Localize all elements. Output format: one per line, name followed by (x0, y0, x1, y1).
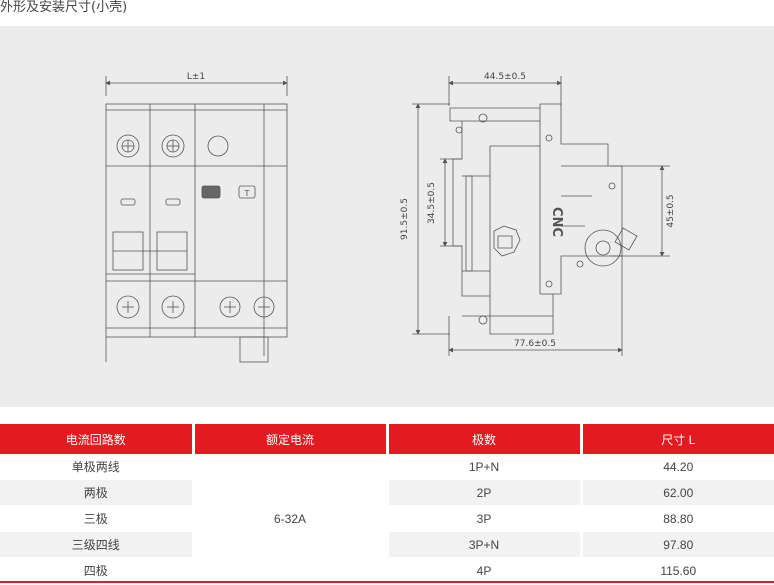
dimension-drawing: L±1 (105, 72, 676, 363)
front-width-dim: L±1 (187, 72, 205, 82)
table-bottom-rule (0, 581, 774, 583)
screw-icon (116, 295, 140, 319)
header-size: 尺寸 L (581, 424, 774, 454)
cell-size: 97.80 (581, 531, 774, 558)
cell-size: 115.60 (581, 557, 774, 584)
table-row: 两极 2P 62.00 (0, 479, 774, 506)
cell-rated-current: 6-32A (193, 454, 389, 584)
cell-size: 44.20 (581, 454, 774, 480)
header-rated-current: 额定电流 (193, 424, 389, 454)
cell-circuit: 单极两线 (0, 454, 195, 480)
screw-icon (161, 134, 185, 158)
page-title: 外形及安装尺寸(小壳) (0, 0, 128, 15)
handle-dial-icon (584, 227, 638, 267)
side-right-dim: 45±0.5 (666, 194, 676, 227)
header-circuit: 电流回路数 (0, 424, 195, 454)
table-row: 四极 4P 115.60 (0, 557, 774, 584)
header-poles: 极数 (387, 424, 583, 454)
cell-poles: 2P (387, 479, 583, 506)
cell-poles: 3P+N (387, 531, 583, 558)
cell-circuit: 四极 (0, 557, 195, 584)
side-view: 44.5±0.5 91.5±0.5 34.5±0.5 45±0.5 77.6±0… (400, 72, 676, 356)
spec-table: 电流回路数 额定电流 极数 尺寸 L 单极两线 6-32A 1P+N 44.20… (0, 424, 774, 584)
indicator-window-icon (207, 135, 229, 157)
cell-size: 62.00 (581, 479, 774, 506)
front-view: L±1 (105, 72, 288, 363)
side-rail-dim: 34.5±0.5 (427, 182, 437, 224)
cell-circuit: 三级四线 (0, 531, 195, 558)
cell-poles: 1P+N (387, 454, 583, 480)
table-header-row: 电流回路数 额定电流 极数 尺寸 L (0, 424, 774, 454)
cell-poles: 4P (387, 557, 583, 584)
table-row: 三级四线 3P+N 97.80 (0, 531, 774, 558)
screw-icon (253, 296, 275, 318)
svg-text:T: T (244, 189, 250, 198)
screw-icon (116, 134, 140, 158)
table-row: 单极两线 6-32A 1P+N 44.20 (0, 454, 774, 584)
screw-icon (219, 296, 241, 318)
side-height-dim: 91.5±0.5 (400, 198, 410, 240)
screw-icon (161, 295, 185, 319)
side-bottom-dim: 77.6±0.5 (514, 339, 556, 349)
brand-logo: CNC (549, 207, 564, 237)
side-top-dim: 44.5±0.5 (484, 72, 526, 82)
cell-circuit: 两极 (0, 479, 195, 506)
cell-circuit: 三极 (0, 505, 195, 532)
cell-size: 88.80 (581, 505, 774, 532)
table-row: 三极 3P 88.80 (0, 505, 774, 532)
dimension-drawing-panel: L±1 (0, 26, 774, 407)
cell-poles: 3P (387, 505, 583, 532)
